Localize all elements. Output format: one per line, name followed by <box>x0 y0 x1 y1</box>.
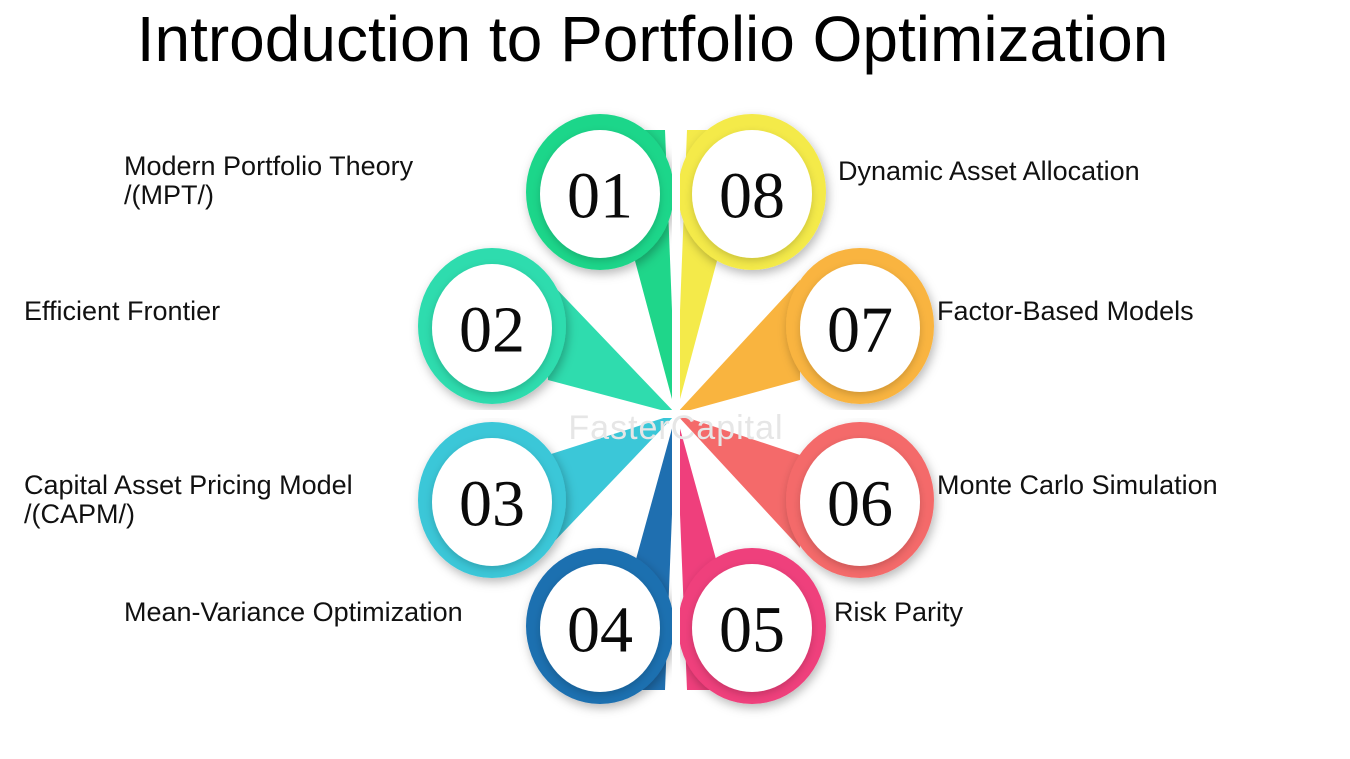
step-number-03: 03 <box>459 468 525 541</box>
petal-05 <box>676 414 826 704</box>
petal-separators <box>420 120 930 700</box>
step-label-06: Monte Carlo Simulation <box>937 471 1218 500</box>
petal-wedge <box>676 280 800 414</box>
number-disc <box>540 130 660 258</box>
number-disc <box>800 438 920 566</box>
petal-07 <box>676 248 934 414</box>
step-label-line: Modern Portfolio Theory <box>124 151 414 181</box>
step-number-04: 04 <box>567 594 633 667</box>
step-number-02: 02 <box>459 294 525 367</box>
step-label-line: Dynamic Asset Allocation <box>838 156 1140 186</box>
step-number-07: 07 <box>827 294 893 367</box>
step-label-line: /(CAPM/) <box>24 499 135 529</box>
step-number-06: 06 <box>827 468 893 541</box>
petal-03 <box>418 414 676 578</box>
number-disc <box>432 438 552 566</box>
step-number-08: 08 <box>719 160 785 233</box>
step-label-08: Dynamic Asset Allocation <box>838 157 1140 186</box>
step-label-line: Efficient Frontier <box>24 296 221 326</box>
step-label-07: Factor-Based Models <box>937 297 1194 326</box>
step-label-02: Efficient Frontier <box>24 297 220 326</box>
petal-04 <box>526 414 676 704</box>
step-label-04: Mean-Variance Optimization <box>124 598 463 627</box>
step-label-line: /(MPT/) <box>124 180 214 210</box>
petal-08 <box>676 114 826 414</box>
petal-wedge <box>548 280 676 414</box>
step-label-line: Risk Parity <box>834 597 964 627</box>
step-number-05: 05 <box>719 594 785 667</box>
petal-01 <box>526 114 676 414</box>
step-label-line: Factor-Based Models <box>937 296 1194 326</box>
number-disc <box>432 264 552 392</box>
watermark-text: FasterCapital <box>568 409 783 447</box>
number-disc <box>692 130 812 258</box>
step-label-line: Capital Asset Pricing Model <box>24 470 353 500</box>
number-disc <box>800 264 920 392</box>
petal-wedge <box>548 414 676 548</box>
step-number-01: 01 <box>567 160 633 233</box>
petal-06 <box>676 414 934 578</box>
page-title: Introduction to Portfolio Optimization <box>136 3 1169 75</box>
step-label-03: Capital Asset Pricing Model/(CAPM/) <box>24 471 353 529</box>
step-label-line: Mean-Variance Optimization <box>124 597 463 627</box>
number-disc <box>692 564 812 692</box>
number-disc <box>540 564 660 692</box>
step-label-05: Risk Parity <box>834 598 963 627</box>
petal-wedge <box>676 414 800 548</box>
petal-02 <box>418 248 676 414</box>
step-label-01: Modern Portfolio Theory/(MPT/) <box>124 152 413 210</box>
step-label-line: Monte Carlo Simulation <box>937 470 1218 500</box>
